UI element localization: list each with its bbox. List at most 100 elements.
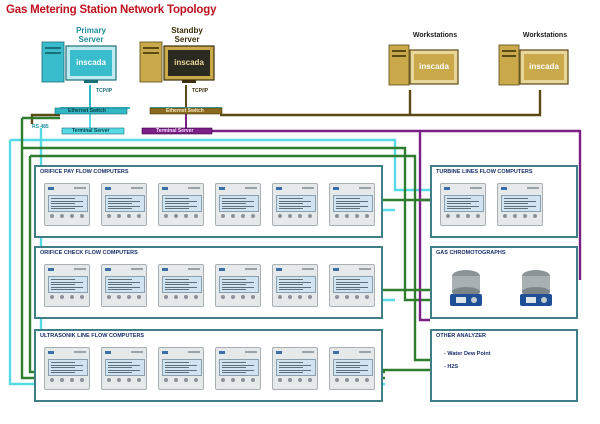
- device-keypad: [503, 214, 537, 220]
- screen-line: [336, 203, 360, 205]
- key-icon: [308, 214, 312, 218]
- screen-line: [222, 281, 254, 283]
- screen-line: [51, 369, 83, 371]
- orifice-check-flow-computer-3: [158, 264, 204, 307]
- key-icon: [107, 378, 111, 382]
- screen-line: [279, 279, 303, 280]
- key-icon: [221, 295, 225, 299]
- key-icon: [365, 214, 369, 218]
- device-logo-icon: [219, 268, 225, 271]
- screen-line: [279, 208, 303, 210]
- device-keypad: [164, 295, 198, 301]
- device-header-bar: [74, 268, 86, 270]
- screen-line: [165, 279, 189, 280]
- screen-line: [447, 203, 471, 205]
- key-icon: [476, 214, 480, 218]
- device-logo-icon: [219, 351, 225, 354]
- screen-line: [108, 284, 132, 286]
- key-icon: [117, 378, 121, 382]
- key-icon: [365, 295, 369, 299]
- screen-line: [279, 198, 303, 199]
- screen-line: [165, 284, 189, 286]
- device-logo-icon: [276, 351, 282, 354]
- screen-line: [336, 362, 360, 363]
- screen-line: [504, 200, 536, 202]
- key-icon: [164, 378, 168, 382]
- panel-orifice-pay: ORIFICE PAY FLOW COMPUTERS: [34, 165, 383, 238]
- key-icon: [80, 378, 84, 382]
- device-logo-icon: [105, 268, 111, 271]
- screen-line: [336, 369, 368, 371]
- device-screen: [276, 195, 316, 212]
- device-screen: [162, 195, 202, 212]
- device-keypad: [164, 378, 198, 384]
- screen-line: [279, 284, 303, 286]
- key-icon: [533, 214, 537, 218]
- screen-line: [222, 279, 246, 280]
- terminal-server-2-label: Terminal Server: [156, 128, 194, 134]
- ethernet-switch-2-label: Ethernet Switch: [166, 108, 204, 114]
- workstation-1-monitor-text: inscada: [419, 62, 449, 71]
- key-icon: [231, 378, 235, 382]
- screen-line: [222, 372, 246, 374]
- screen-line: [336, 205, 368, 207]
- device-header-bar: [359, 268, 371, 270]
- device-logo-icon: [48, 268, 54, 271]
- terminal-server-1-label: Terminal Server: [72, 128, 110, 134]
- device-screen: [219, 195, 259, 212]
- device-keypad: [107, 214, 141, 220]
- screen-line: [504, 203, 528, 205]
- device-screen: [276, 276, 316, 293]
- device-header-bar: [188, 268, 200, 270]
- screen-line: [165, 200, 197, 202]
- screen-line: [165, 372, 189, 374]
- device-keypad: [221, 378, 255, 384]
- ethernet-switch-2: [149, 107, 223, 115]
- device-header-bar: [245, 351, 257, 353]
- device-screen: [48, 359, 88, 376]
- orifice-pay-flow-computer-5: [272, 183, 318, 226]
- device-header-bar: [302, 187, 314, 189]
- panel-other-analyzer-title: OTHER ANALYZER: [436, 333, 487, 339]
- wire-cyan-loop-top: [10, 138, 430, 192]
- device-screen: [444, 195, 484, 212]
- screen-line: [51, 284, 75, 286]
- screen-line: [336, 208, 360, 210]
- key-icon: [446, 214, 450, 218]
- device-keypad: [446, 214, 480, 220]
- turbine-flow-computer-1: [440, 183, 486, 226]
- key-icon: [503, 214, 507, 218]
- key-icon: [184, 214, 188, 218]
- key-icon: [117, 295, 121, 299]
- device-header-bar: [527, 187, 539, 189]
- screen-line: [51, 203, 75, 205]
- screen-line: [336, 200, 368, 202]
- screen-line: [51, 208, 75, 210]
- key-icon: [241, 214, 245, 218]
- screen-line: [222, 198, 246, 199]
- device-logo-icon: [219, 187, 225, 190]
- standby-server-label-line2: Server: [174, 35, 200, 44]
- key-icon: [308, 378, 312, 382]
- screen-line: [279, 205, 311, 207]
- key-icon: [231, 295, 235, 299]
- panel-orifice-check-title: ORIFICE CHECK FLOW COMPUTERS: [40, 250, 138, 256]
- device-header-bar: [74, 187, 86, 189]
- panel-other-analyzer: OTHER ANALYZER - Water Dew Point - H2S: [430, 329, 578, 402]
- device-screen: [333, 195, 373, 212]
- ethernet-switch-1: [54, 107, 128, 115]
- device-header-bar: [245, 187, 257, 189]
- key-icon: [60, 295, 64, 299]
- key-icon: [251, 295, 255, 299]
- screen-line: [165, 208, 189, 210]
- panel-ultrasonic: ULTRASONIK LINE FLOW COMPUTERS: [34, 329, 383, 402]
- device-logo-icon: [333, 187, 339, 190]
- key-icon: [221, 378, 225, 382]
- screen-line: [108, 198, 132, 199]
- ultrasonic-flow-computer-4: [215, 347, 261, 390]
- orifice-check-flow-computer-2: [101, 264, 147, 307]
- screen-line: [108, 203, 132, 205]
- standby-protocol: TCP/IP: [192, 88, 209, 94]
- key-icon: [60, 378, 64, 382]
